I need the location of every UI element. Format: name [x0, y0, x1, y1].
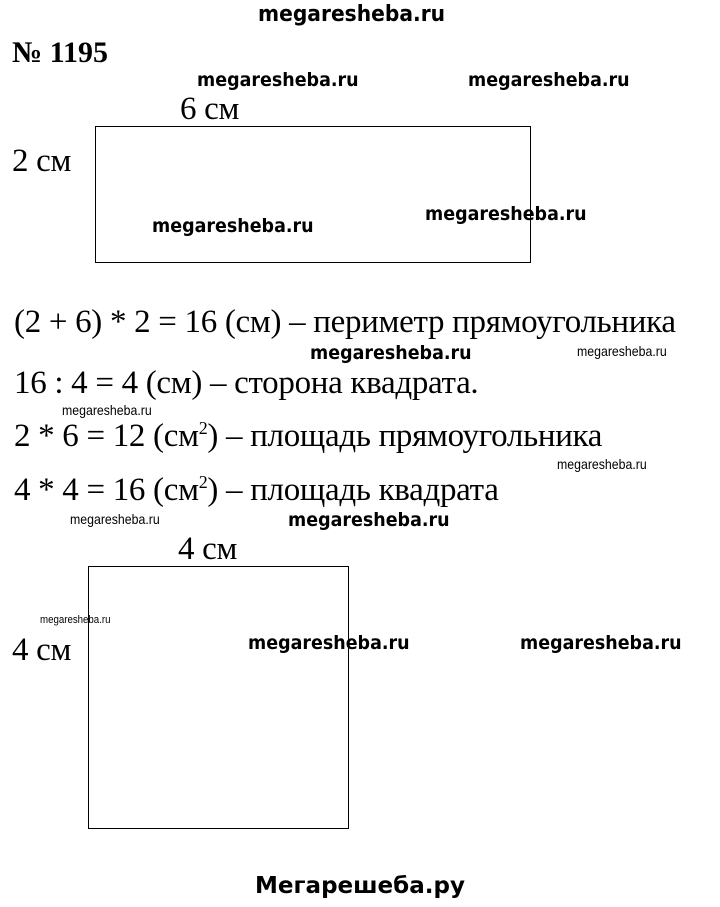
- rectangle-figure: [95, 126, 531, 263]
- equation-square-side: 16 : 4 = 4 (см) – сторона квадрата.: [14, 365, 479, 401]
- rectangle-height-label: 2 см: [12, 143, 72, 179]
- footer-brand: Мегарешеба.ру: [255, 873, 465, 899]
- exponent: 2: [198, 472, 208, 492]
- exponent: 2: [198, 418, 208, 438]
- rectangle-width-label: 6 см: [180, 91, 240, 127]
- equation-square-area: 4 * 4 = 16 (см2) – площадь квадрата: [14, 472, 499, 508]
- equation-expression: 4 * 4 = 16 (см: [14, 472, 199, 508]
- square-height-label: 4 см: [12, 632, 72, 668]
- equation-expression: (2 + 6) * 2 = 16 (см): [14, 304, 282, 340]
- square-width-label: 4 см: [178, 531, 238, 567]
- equation-rectangle-area: 2 * 6 = 12 (см2) – площадь прямоугольник…: [14, 418, 603, 454]
- square-figure: [88, 566, 349, 829]
- paren: ): [207, 472, 219, 508]
- header-watermark: megaresheba.ru: [258, 2, 446, 27]
- equation-description: – сторона квадрата.: [202, 365, 479, 401]
- problem-number: № 1195: [12, 36, 108, 69]
- watermark: megaresheba.ru: [288, 509, 450, 531]
- watermark: megaresheba.ru: [520, 632, 682, 654]
- watermark: megaresheba.ru: [425, 203, 587, 225]
- watermark: megaresheba.ru: [70, 511, 160, 527]
- equation-description: – периметр прямоугольника: [281, 304, 676, 340]
- equation-expression: 16 : 4 = 4 (см): [14, 365, 203, 401]
- equation-perimeter: (2 + 6) * 2 = 16 (см) – периметр прямоуг…: [14, 306, 676, 339]
- watermark: megaresheba.ru: [197, 69, 359, 91]
- watermark: megaresheba.ru: [62, 402, 152, 418]
- watermark: megaresheba.ru: [40, 614, 111, 626]
- watermark: megaresheba.ru: [577, 343, 667, 359]
- watermark: megaresheba.ru: [557, 456, 647, 472]
- equation-description: – площадь квадрата: [218, 472, 499, 508]
- equation-description: – площадь прямоугольника: [218, 418, 603, 454]
- paren: ): [207, 418, 219, 454]
- watermark: megaresheba.ru: [310, 342, 472, 364]
- watermark: megaresheba.ru: [152, 215, 314, 237]
- watermark: megaresheba.ru: [468, 69, 630, 91]
- watermark: megaresheba.ru: [248, 632, 410, 654]
- equation-expression: 2 * 6 = 12 (см: [14, 418, 199, 454]
